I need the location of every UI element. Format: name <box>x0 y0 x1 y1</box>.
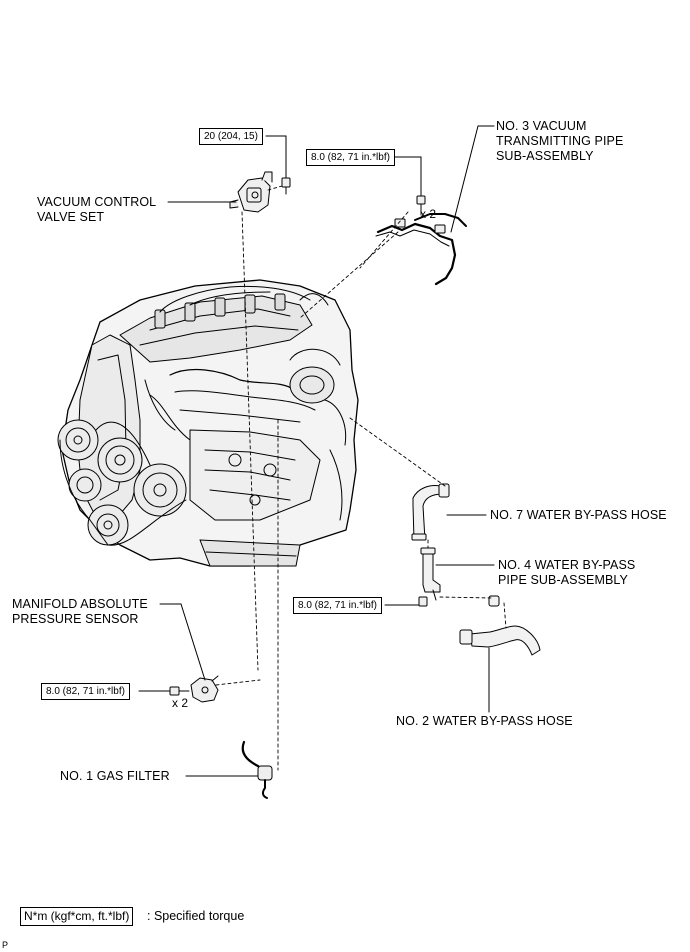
label-line: MANIFOLD ABSOLUTE <box>12 597 148 611</box>
label-no2-water-bypass-hose: NO. 2 WATER BY-PASS HOSE <box>396 714 573 728</box>
torque-box-map-sensor-bolt: 8.0 (82, 71 in.*lbf) <box>41 683 130 700</box>
map-sensor-bolt <box>169 686 189 696</box>
valve-bolt <box>281 177 291 195</box>
no4-pipe-bolt <box>418 596 428 607</box>
corner-mark: P <box>2 940 9 950</box>
quantity-no3-pipe-bolt: x 2 <box>420 207 437 221</box>
label-no4-water-bypass-pipe: NO. 4 WATER BY-PASS PIPE SUB-ASSEMBLY <box>498 558 635 588</box>
label-line: TRANSMITTING PIPE <box>496 134 624 148</box>
label-no7-water-bypass-hose: NO. 7 WATER BY-PASS HOSE <box>490 508 667 522</box>
label-line: VACUUM CONTROL <box>37 195 157 209</box>
label-line: SUB-ASSEMBLY <box>496 149 594 163</box>
map-sensor-part <box>190 675 219 703</box>
label-line: PRESSURE SENSOR <box>12 612 139 626</box>
gas-filter-part <box>241 740 273 799</box>
label-line: PIPE SUB-ASSEMBLY <box>498 573 628 587</box>
label-vacuum-control-valve-set: VACUUM CONTROL VALVE SET <box>37 195 156 225</box>
no2-hose-part <box>459 595 541 656</box>
torque-box-no3-pipe-bolt: 8.0 (82, 71 in.*lbf) <box>306 149 395 166</box>
quantity-map-sensor-bolt: x 2 <box>172 696 189 710</box>
torque-box-valve-set: 20 (204, 15) <box>199 128 263 145</box>
leader-lines <box>138 125 495 777</box>
assembly-lines <box>179 185 507 771</box>
label-no1-gas-filter: NO. 1 GAS FILTER <box>60 769 170 783</box>
no7-hose-part <box>411 483 450 541</box>
no3-vacuum-pipe-part <box>375 213 467 286</box>
torque-box-no4-pipe-bolt: 8.0 (82, 71 in.*lbf) <box>293 597 382 614</box>
label-line: NO. 3 VACUUM <box>496 119 587 133</box>
legend-description: : Specified torque <box>147 909 245 923</box>
label-manifold-absolute-pressure-sensor: MANIFOLD ABSOLUTE PRESSURE SENSOR <box>12 597 148 627</box>
label-no3-vacuum-pipe: NO. 3 VACUUM TRANSMITTING PIPE SUB-ASSEM… <box>496 119 623 164</box>
no4-pipe-part <box>420 547 441 601</box>
label-line: NO. 4 WATER BY-PASS <box>498 558 636 572</box>
vacuum-control-valve-part <box>229 171 273 213</box>
engine-assembly <box>57 279 359 567</box>
label-line: VALVE SET <box>37 210 105 224</box>
legend-torque-box: N*m (kgf*cm, ft.*lbf) <box>20 907 134 926</box>
